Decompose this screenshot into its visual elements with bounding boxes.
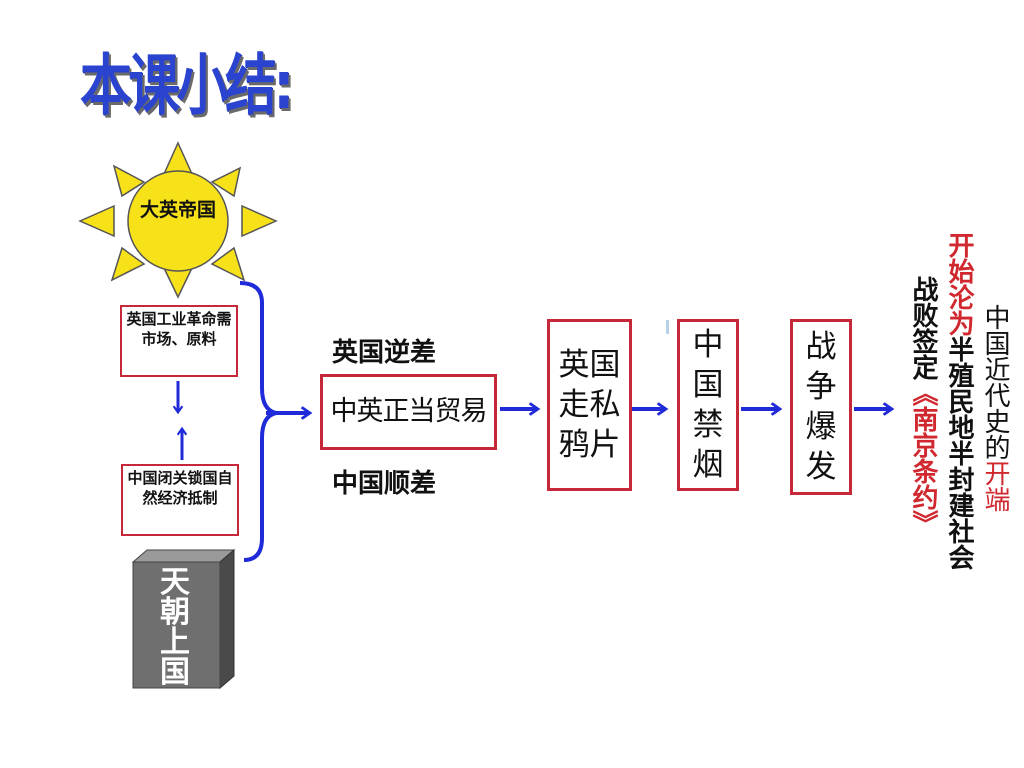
sun-ray [78, 204, 115, 238]
sun-ray [110, 246, 146, 282]
pillar-label: 天朝上国 [160, 565, 190, 690]
box-line: 走私 [558, 387, 621, 423]
box-char: 烟 [692, 447, 724, 483]
pillar-shape [131, 548, 236, 690]
box-char: 发 [805, 449, 837, 485]
box-char: 国 [692, 367, 724, 403]
legit-trade-box: 中英正当贸易 [320, 374, 497, 450]
society-text: 半殖民地半封建社会 [944, 336, 974, 570]
modern-history-column: 中国近代史的开端 [980, 304, 1010, 512]
sun-ray [241, 204, 278, 238]
treaty-column: 战败签定《南京条约》 [908, 276, 938, 536]
china-closed-box: 中国闭关锁国自然经济抵制 [121, 464, 239, 536]
sun-label: 大英帝国 [140, 199, 217, 221]
began-text: 开始沦为 [944, 232, 974, 336]
semi-colonial-column: 开始沦为半殖民地半封建社会 [944, 232, 974, 570]
sun-ray [162, 267, 194, 299]
sun-ray [162, 141, 194, 175]
box-char: 爆 [805, 409, 837, 445]
box-char: 中 [692, 327, 724, 363]
sun-ray [210, 166, 242, 198]
brace-connector [239, 281, 277, 562]
sun-disc [127, 170, 229, 272]
box-char: 禁 [692, 407, 724, 443]
war-outbreak-box: 战 争 爆 发 [790, 319, 852, 495]
treaty-name: 《南京条约》 [908, 380, 938, 536]
uk-industrial-box: 英国工业革命需市场、原料 [120, 305, 238, 377]
start-text: 开端 [980, 460, 1010, 512]
opium-ban-box: 中 国 禁 烟 [677, 319, 739, 491]
sun-icon [78, 141, 278, 299]
history-text: 中国近代史的 [980, 304, 1010, 460]
sun-ray [112, 164, 146, 198]
box-char: 战 [805, 329, 837, 365]
china-surplus-label: 中国顺差 [332, 469, 437, 499]
uk-deficit-label: 英国逆差 [332, 338, 437, 368]
decorative-tick [666, 320, 669, 334]
defeat-text: 战败签定 [908, 276, 938, 380]
box-char: 争 [805, 369, 837, 405]
page-title: 本课小结: [80, 47, 294, 124]
opium-smuggling-box: 英国 走私 鸦片 [547, 319, 632, 491]
box-line: 鸦片 [558, 427, 621, 463]
sun-ray [210, 246, 246, 282]
box-line: 英国 [558, 347, 621, 383]
